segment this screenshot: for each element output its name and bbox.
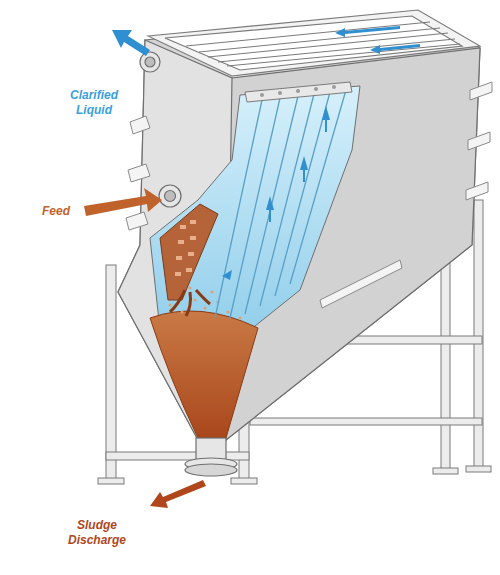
- upflow-arrow: [322, 106, 330, 132]
- upflow-arrow: [266, 196, 274, 222]
- stiffener-rib: [320, 260, 402, 308]
- feed-channel: [170, 290, 210, 316]
- collection-pipe: [278, 91, 282, 95]
- collection-pipe: [296, 89, 300, 93]
- clarified-water: [150, 86, 360, 345]
- feed-channel: [160, 204, 218, 300]
- sludge-layer: [211, 291, 214, 294]
- flow-label: Clarified Liquid: [58, 88, 130, 118]
- sludge-layer: [189, 287, 192, 290]
- stiffener-rib: [126, 82, 492, 353]
- pipe-nozzle: [165, 191, 176, 202]
- launder-frame: [218, 39, 455, 62]
- sludge-layer: [194, 299, 197, 302]
- flow-label: Feed: [34, 204, 78, 219]
- launder-flow-arrow: [335, 26, 420, 54]
- upflow-arrow: [222, 270, 232, 280]
- launder-frame: [148, 10, 480, 76]
- sludge-layer: [150, 287, 258, 439]
- flow-arrow: [84, 188, 162, 216]
- pipe-nozzle: [185, 464, 237, 476]
- launder-frame: [208, 33, 448, 57]
- launder-frame: [148, 10, 480, 76]
- support-frame: [231, 478, 257, 484]
- sludge-layer: [169, 304, 172, 307]
- collection-pipe: [260, 85, 336, 97]
- clarified-water: [150, 86, 360, 345]
- launder-frame: [186, 22, 430, 46]
- upflow-arrow: [222, 106, 330, 280]
- feed-channel: [188, 252, 194, 256]
- support-frame: [250, 418, 482, 425]
- inclined-plate: [215, 90, 346, 318]
- stiffener-rib: [128, 164, 150, 182]
- sludge-layer: [204, 307, 207, 310]
- collection-pipe: [332, 85, 336, 89]
- inclined-plate: [290, 90, 346, 284]
- launder-frame: [165, 16, 462, 70]
- sludge-layer: [181, 311, 184, 314]
- tank-body: [118, 12, 480, 440]
- feed-channel: [176, 256, 182, 260]
- feed-channel: [180, 225, 186, 229]
- support-frame: [433, 468, 458, 474]
- feed-channel: [186, 268, 192, 272]
- launder-frame: [227, 44, 460, 66]
- flow-arrow: [150, 480, 206, 508]
- inclined-plate: [260, 94, 314, 306]
- support-frame: [466, 466, 491, 472]
- feed-channel: [190, 236, 196, 240]
- flow-label: Sludge Discharge: [56, 518, 138, 548]
- stiffener-rib: [126, 212, 148, 230]
- inclined-plate: [245, 96, 298, 314]
- feed-channel: [190, 220, 196, 224]
- stiffener-rib: [130, 116, 150, 134]
- collection-pipe: [245, 82, 352, 102]
- launder-flow-arrow: [335, 26, 400, 37]
- feed-channel: [175, 220, 196, 276]
- collection-pipe: [314, 87, 318, 91]
- support-frame: [474, 200, 483, 468]
- sludge-layer: [150, 311, 258, 438]
- pipe-nozzle: [140, 52, 237, 476]
- collection-pipe: [245, 82, 352, 102]
- stiffener-rib: [466, 182, 488, 200]
- collection-pipe: [260, 93, 264, 97]
- stiffener-rib: [468, 132, 490, 150]
- support-frame: [106, 265, 116, 480]
- inclined-plate: [275, 92, 330, 296]
- feed-channel: [175, 272, 181, 276]
- pipe-nozzle: [145, 57, 155, 67]
- launder-flow-arrow: [370, 44, 420, 54]
- flow-arrow: [112, 30, 150, 56]
- sludge-layer: [239, 317, 242, 320]
- support-frame: [98, 478, 124, 484]
- feed-channel: [160, 204, 218, 316]
- sludge-layer: [227, 311, 230, 314]
- tank-body: [118, 12, 480, 440]
- pipe-nozzle: [159, 185, 181, 207]
- pipe-nozzle: [140, 52, 160, 72]
- stiffener-rib: [470, 82, 492, 100]
- upflow-arrow: [300, 156, 308, 182]
- inclined-plate: [230, 98, 280, 318]
- feed-channel: [178, 240, 184, 244]
